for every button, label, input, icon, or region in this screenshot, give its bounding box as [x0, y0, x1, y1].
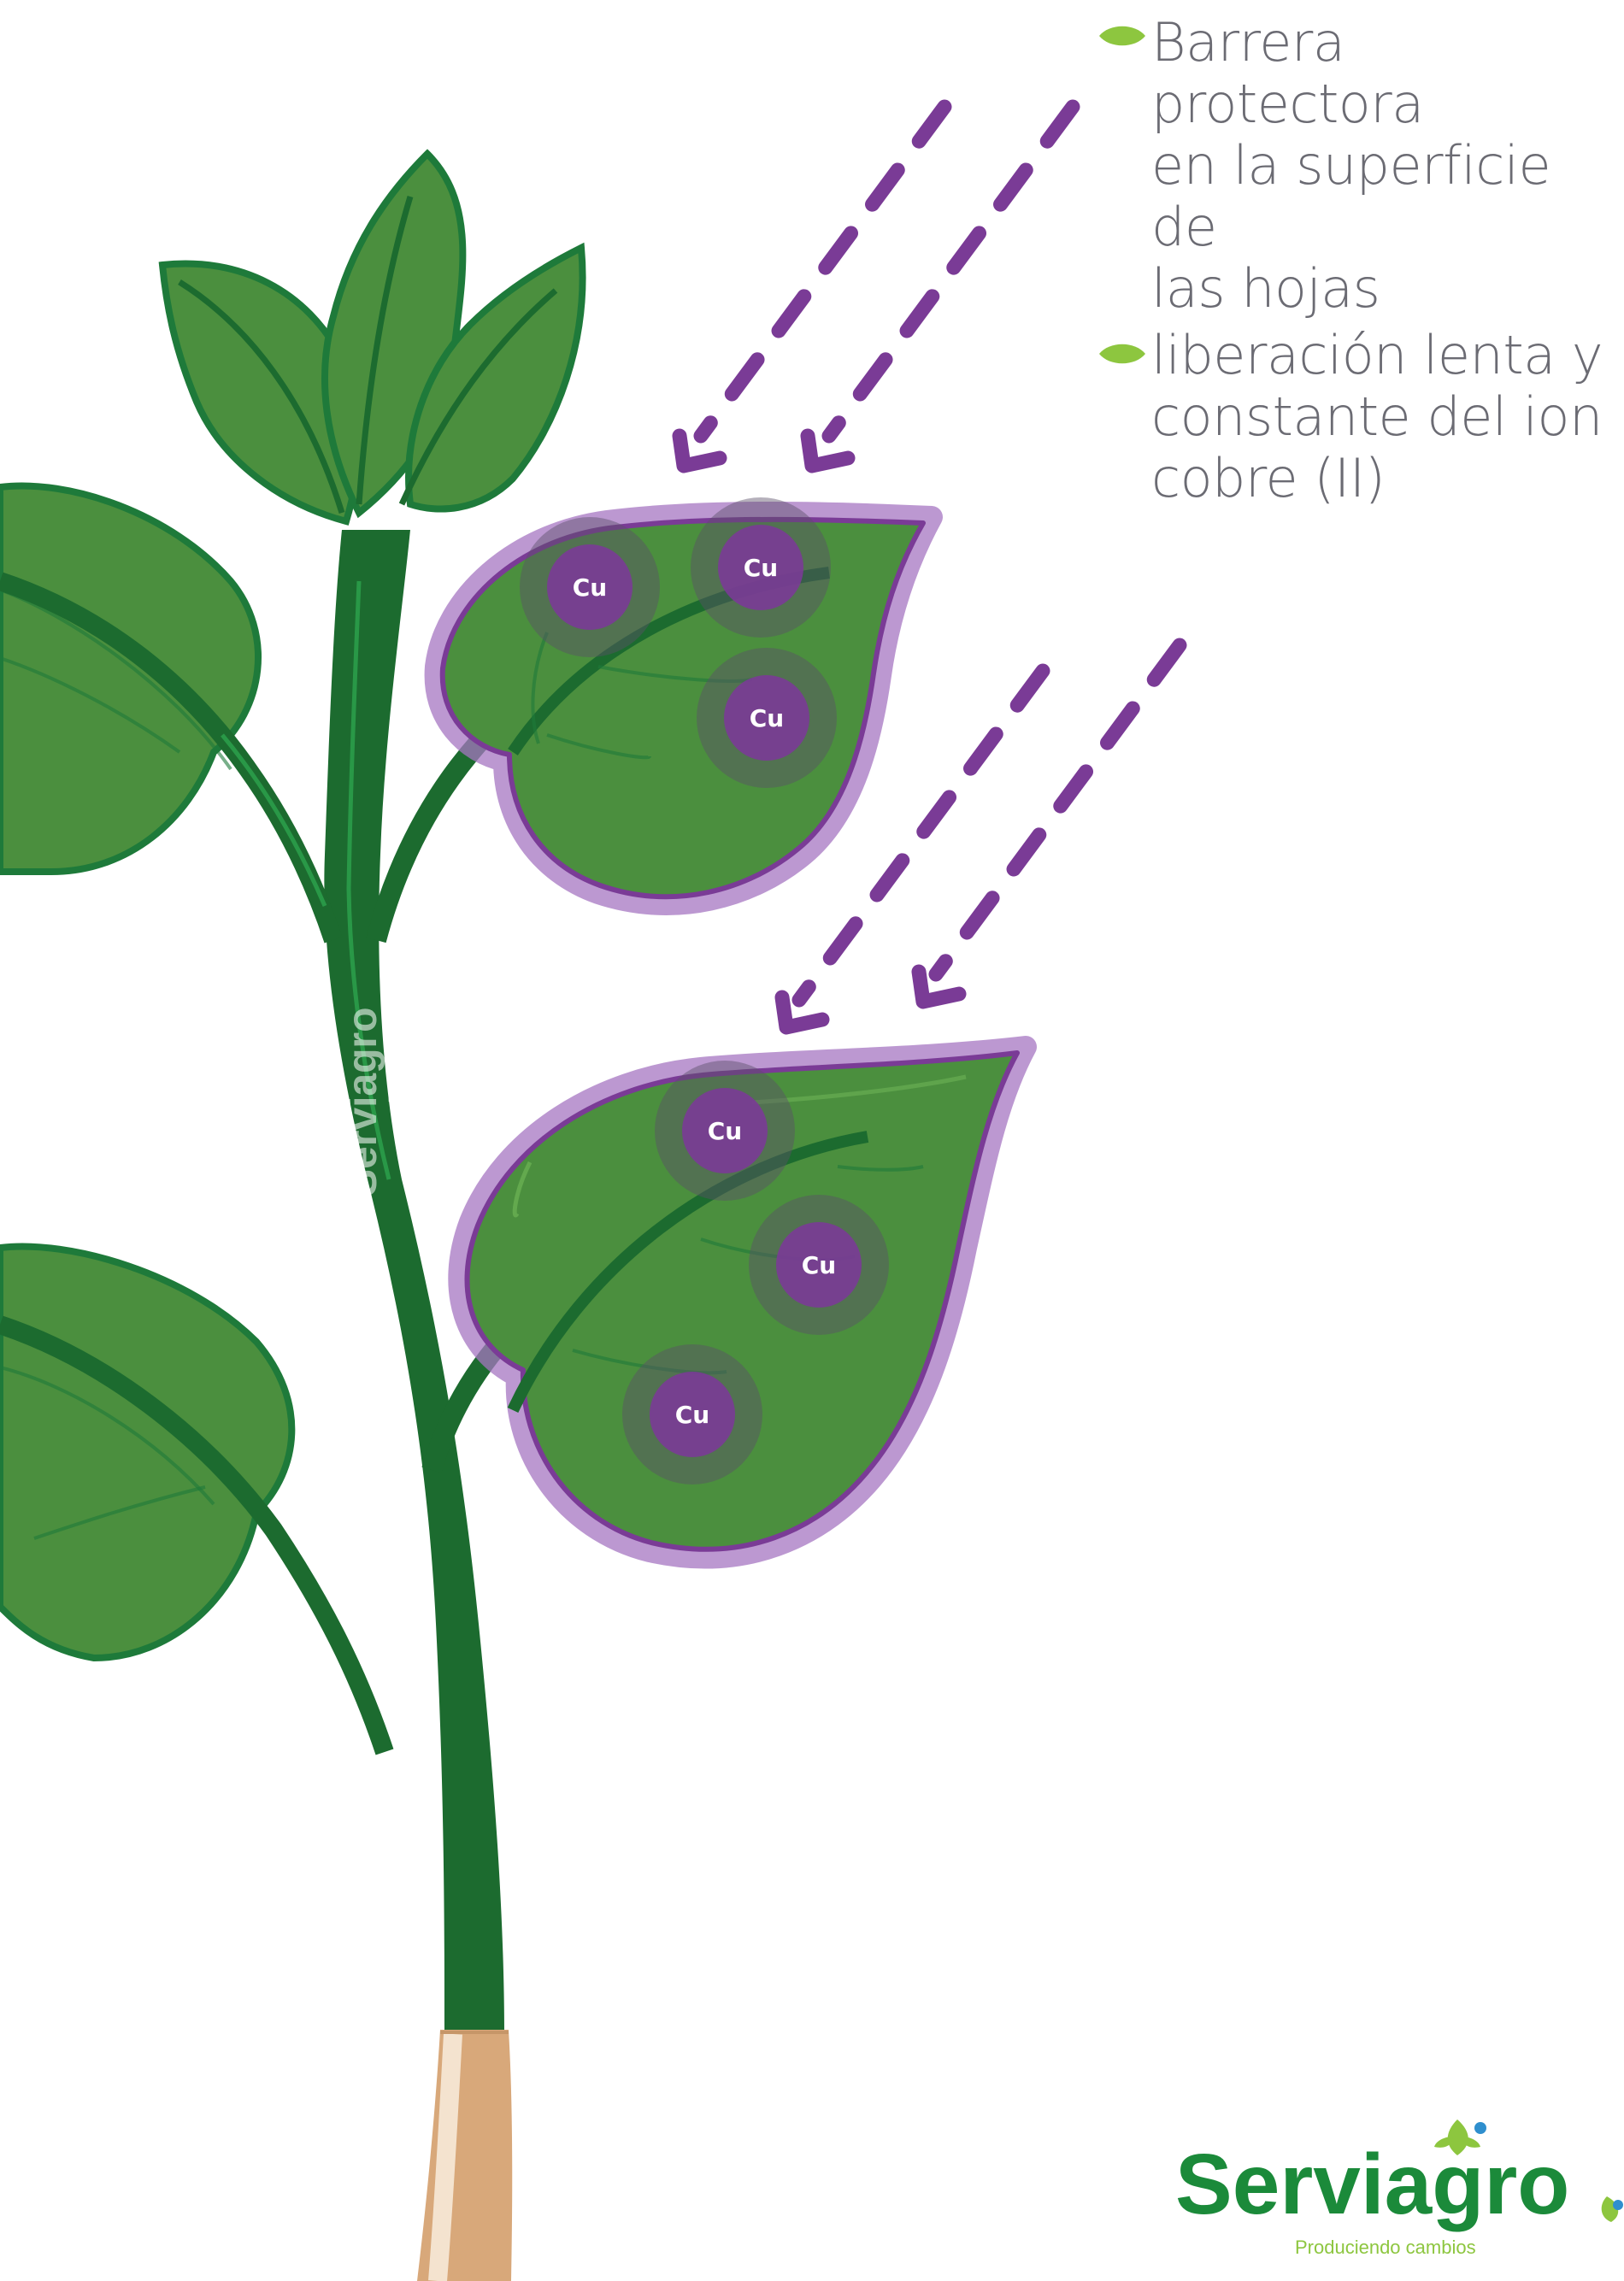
- logo-brand-prefix: Servi: [1175, 2137, 1385, 2232]
- logo-brand-suffix: agro: [1385, 2137, 1570, 2232]
- legend-item-1-text: Barrera protectora en la superficie de l…: [1151, 12, 1624, 320]
- cu-ion-2: Cu: [691, 497, 831, 638]
- plant-root: [417, 2030, 512, 2281]
- svg-text:Serviagro: Serviagro: [1175, 2137, 1569, 2232]
- left-upper-leaf: [0, 485, 258, 872]
- logo-drop-icon: [1474, 2122, 1486, 2134]
- watermark-brand: Serviagro: [340, 1008, 385, 1196]
- legend-item-2-text: liberación lenta y constante del ion cob…: [1151, 325, 1603, 509]
- cu-label: Cu: [675, 1401, 709, 1429]
- top-leaf-cluster: [162, 154, 583, 521]
- brand-logo: Serviagro Produciendo cambios: [1175, 2119, 1623, 2258]
- cu-ion-6: Cu: [622, 1344, 762, 1484]
- cu-label: Cu: [573, 573, 607, 602]
- coated-leaf-upper: [436, 513, 932, 904]
- legend-bullet-1-icon: [1097, 21, 1148, 55]
- cu-ion-4: Cu: [655, 1061, 795, 1201]
- cu-label: Cu: [802, 1251, 836, 1279]
- watermark-tagline: Produciendo cambios: [387, 1012, 397, 1102]
- logo-tagline: Produciendo cambios: [1295, 2237, 1476, 2258]
- cu-ion-5: Cu: [749, 1195, 889, 1335]
- cu-label: Cu: [708, 1117, 742, 1145]
- arrow-1: [701, 107, 944, 436]
- left-lower-leaf: [0, 1246, 291, 1658]
- cu-label: Cu: [744, 554, 778, 582]
- arrow-4: [936, 645, 1180, 974]
- cu-ion-3: Cu: [697, 648, 837, 788]
- arrow-2: [829, 107, 1073, 436]
- cu-label: Cu: [750, 704, 784, 732]
- cu-ion-1: Cu: [520, 517, 660, 657]
- arrows-upper-pair: [680, 107, 1073, 466]
- legend-bullet-2-icon: [1097, 338, 1148, 373]
